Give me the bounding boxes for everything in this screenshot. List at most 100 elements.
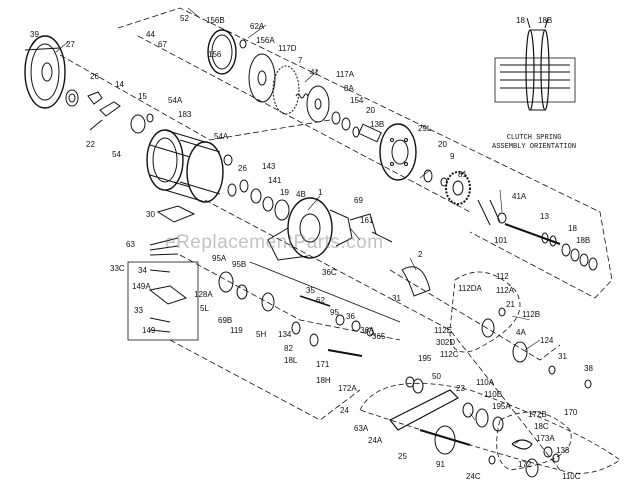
part-label: 25 (398, 452, 407, 461)
part-label: 110C (562, 472, 581, 481)
part-label: 36A (360, 326, 375, 335)
box-33c (127, 261, 199, 341)
part-label: 133 (556, 446, 570, 455)
clutch-note-line-2: ASSEMBLY ORIENTATION (492, 143, 577, 151)
part-label: 14 (115, 80, 124, 89)
part-label: 18C (534, 422, 549, 431)
part-label: 18L (284, 356, 298, 365)
part-label: 38 (584, 364, 593, 373)
part-label: 24 (340, 406, 349, 415)
loop-112 (449, 271, 521, 353)
part-label: 112DA (458, 284, 482, 293)
part-label: 29L (418, 124, 432, 133)
part-label: 36C (322, 268, 337, 277)
part-label: 44 (146, 30, 155, 39)
part-label: 149A (132, 282, 151, 291)
part-label: 18H (316, 376, 331, 385)
part-label: 22 (86, 140, 95, 149)
part-label: 156A (256, 36, 275, 45)
part-label: 54A (168, 96, 183, 105)
part-label: 15 (138, 92, 147, 101)
gear-ring-156 (207, 29, 247, 75)
part-label: 21 (506, 300, 515, 309)
part-label: 24C (466, 472, 481, 481)
part-label: 119 (230, 326, 243, 335)
part-label: 95B (232, 260, 247, 269)
frame-cage-183 (146, 129, 224, 203)
disc-117a (306, 85, 330, 123)
part-label: 156 (208, 50, 222, 59)
part-label: 39 (30, 30, 39, 39)
part-label: 117D (278, 44, 297, 53)
clip-30 (156, 205, 196, 223)
part-label: 112C (440, 350, 459, 359)
part-label: 35 (306, 286, 315, 295)
part-label: 18B (538, 16, 553, 25)
part-label: 128A (194, 290, 213, 299)
washer-54a (130, 114, 146, 134)
part-label: 54 (112, 150, 121, 159)
part-label: 4A (516, 328, 526, 337)
part-label: 8A (344, 84, 354, 93)
part-label: 156B (206, 16, 225, 25)
leader-lines (29, 7, 541, 445)
part-label: 172 (518, 460, 532, 469)
part-label: 34 (138, 266, 147, 275)
part-label: 50 (432, 372, 441, 381)
part-label: 4B (296, 190, 306, 199)
part-label: 62 (316, 296, 325, 305)
pinion-13b (358, 123, 382, 143)
arm-24a (389, 389, 459, 431)
spring-41 (295, 93, 309, 99)
pins-63 (149, 237, 179, 256)
part-label: 112B (522, 310, 541, 319)
part-label: 19 (280, 188, 289, 197)
part-label: 18B (576, 236, 591, 245)
part-label: 63 (126, 240, 135, 249)
part-4b (274, 199, 290, 221)
part-label: 31 (392, 294, 401, 303)
part-label: 110A (476, 378, 495, 387)
part-label: 95A (212, 254, 227, 263)
part-label: 302D (436, 338, 456, 347)
part-label: 20 (438, 140, 447, 149)
part-label: 173A (536, 434, 555, 443)
part-label: 195A (492, 402, 511, 411)
part-label: 52 (180, 14, 189, 23)
part-label: 24A (368, 436, 383, 445)
part-label: 124 (540, 336, 554, 345)
part-label: 141 (268, 176, 282, 185)
part-label: 365 (372, 332, 386, 341)
part-label: 5L (200, 304, 209, 313)
part-label: 13 (540, 212, 549, 221)
bracket-69 (349, 213, 377, 235)
drag-disc-7 (248, 53, 300, 115)
part-label: 81 (458, 170, 467, 179)
part-label: 149 (142, 326, 156, 335)
part-label: 69B (218, 316, 233, 325)
gear-81 (445, 171, 471, 205)
part-label: 172A (338, 384, 357, 393)
part-label: 23 (456, 384, 465, 393)
washers-18-18b (561, 243, 598, 271)
part-label: 161 (360, 216, 374, 225)
part-label: 36 (346, 312, 355, 321)
part-label: 33 (134, 306, 143, 315)
plate-29l (379, 123, 417, 181)
part-label: 7 (298, 56, 303, 65)
part-label: 63A (354, 424, 369, 433)
part-label: 2 (418, 250, 423, 259)
part-label: 26 (90, 72, 99, 81)
part-label: 13B (370, 120, 385, 129)
part-label: 112A (496, 286, 515, 295)
part-label: 183 (178, 110, 192, 119)
part-label: 26 (238, 164, 247, 173)
part-label: 62A (250, 22, 265, 31)
part-label: 95 (330, 308, 339, 317)
part-label: 41A (512, 192, 527, 201)
part-label: 33C (110, 264, 125, 273)
part-label: 134 (278, 330, 292, 339)
loop-170 (496, 411, 572, 471)
part-label: 172B (528, 410, 547, 419)
